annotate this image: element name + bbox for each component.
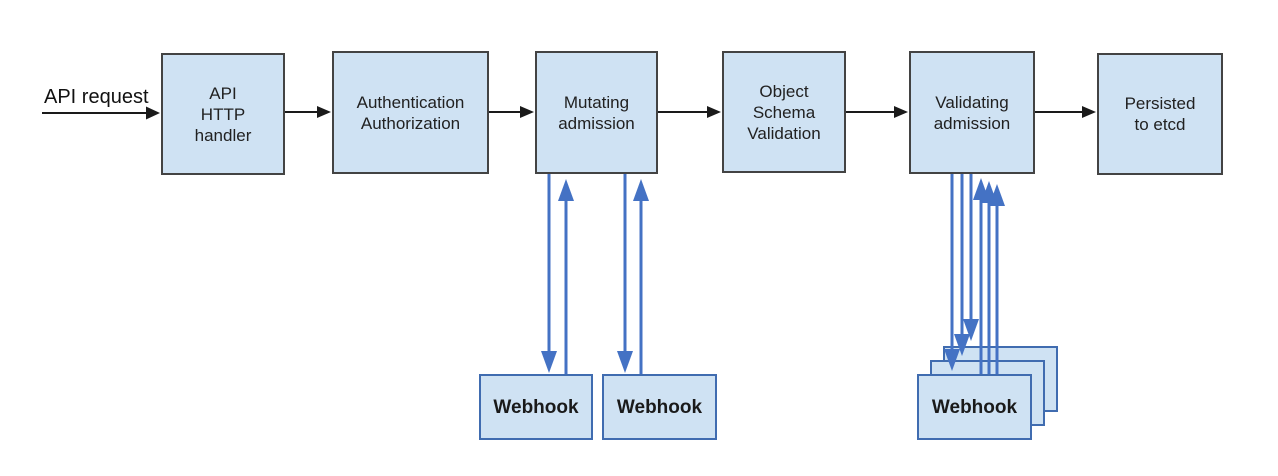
box-mutating-webhook-1: Webhook: [479, 374, 593, 440]
arrow-mutating-down-webhook2: [617, 174, 633, 373]
box-api-http-handler-label: API HTTP handler: [194, 83, 252, 145]
arrow-auth-to-mutating: [489, 106, 534, 118]
box-object-schema-validation-label: Object Schema Validation: [747, 81, 821, 143]
arrow-mutating-down-webhook1: [541, 174, 557, 373]
arrow-validating-up-1: [973, 178, 989, 400]
arrow-validating-to-etcd: [1035, 106, 1096, 118]
box-api-http-handler: API HTTP handler: [161, 53, 285, 175]
arrow-validating-down-1: [944, 174, 960, 371]
arrow-handler-to-auth: [285, 106, 331, 118]
box-mutating-admission-label: Mutating admission: [558, 92, 635, 133]
box-mutating-webhook-2: Webhook: [602, 374, 717, 440]
arrow-validating-up-2: [981, 181, 997, 396]
box-validating-webhook-front-label: Webhook: [931, 396, 1018, 418]
box-mutating-webhook-1-label: Webhook: [493, 396, 579, 418]
api-request-label: API request: [44, 86, 149, 108]
box-validating-webhook-front: Webhook: [917, 374, 1032, 440]
box-mutating-webhook-2-label: Webhook: [616, 396, 703, 418]
arrow-schema-to-validating: [846, 106, 908, 118]
box-object-schema-validation: Object Schema Validation: [722, 51, 846, 173]
box-validating-admission: Validating admission: [909, 51, 1035, 174]
box-persisted-to-etcd-label: Persisted to etcd: [1124, 94, 1196, 134]
arrow-validating-up-3: [989, 184, 1005, 392]
box-authentication-authorization: Authentication Authorization: [332, 51, 489, 174]
arrow-mutating-to-schema: [658, 106, 721, 118]
box-validating-admission-label: Validating admission: [933, 92, 1011, 133]
arrow-webhook2-up-mutating: [633, 179, 649, 375]
box-mutating-admission: Mutating admission: [535, 51, 658, 174]
arrow-webhook1-up-mutating: [558, 179, 574, 375]
box-authentication-authorization-label: Authentication Authorization: [356, 92, 465, 133]
box-persisted-to-etcd: Persisted to etcd: [1097, 53, 1223, 175]
arrow-validating-down-3: [963, 174, 979, 341]
arrow-api-request: [42, 106, 160, 120]
arrow-validating-down-2: [954, 174, 970, 356]
